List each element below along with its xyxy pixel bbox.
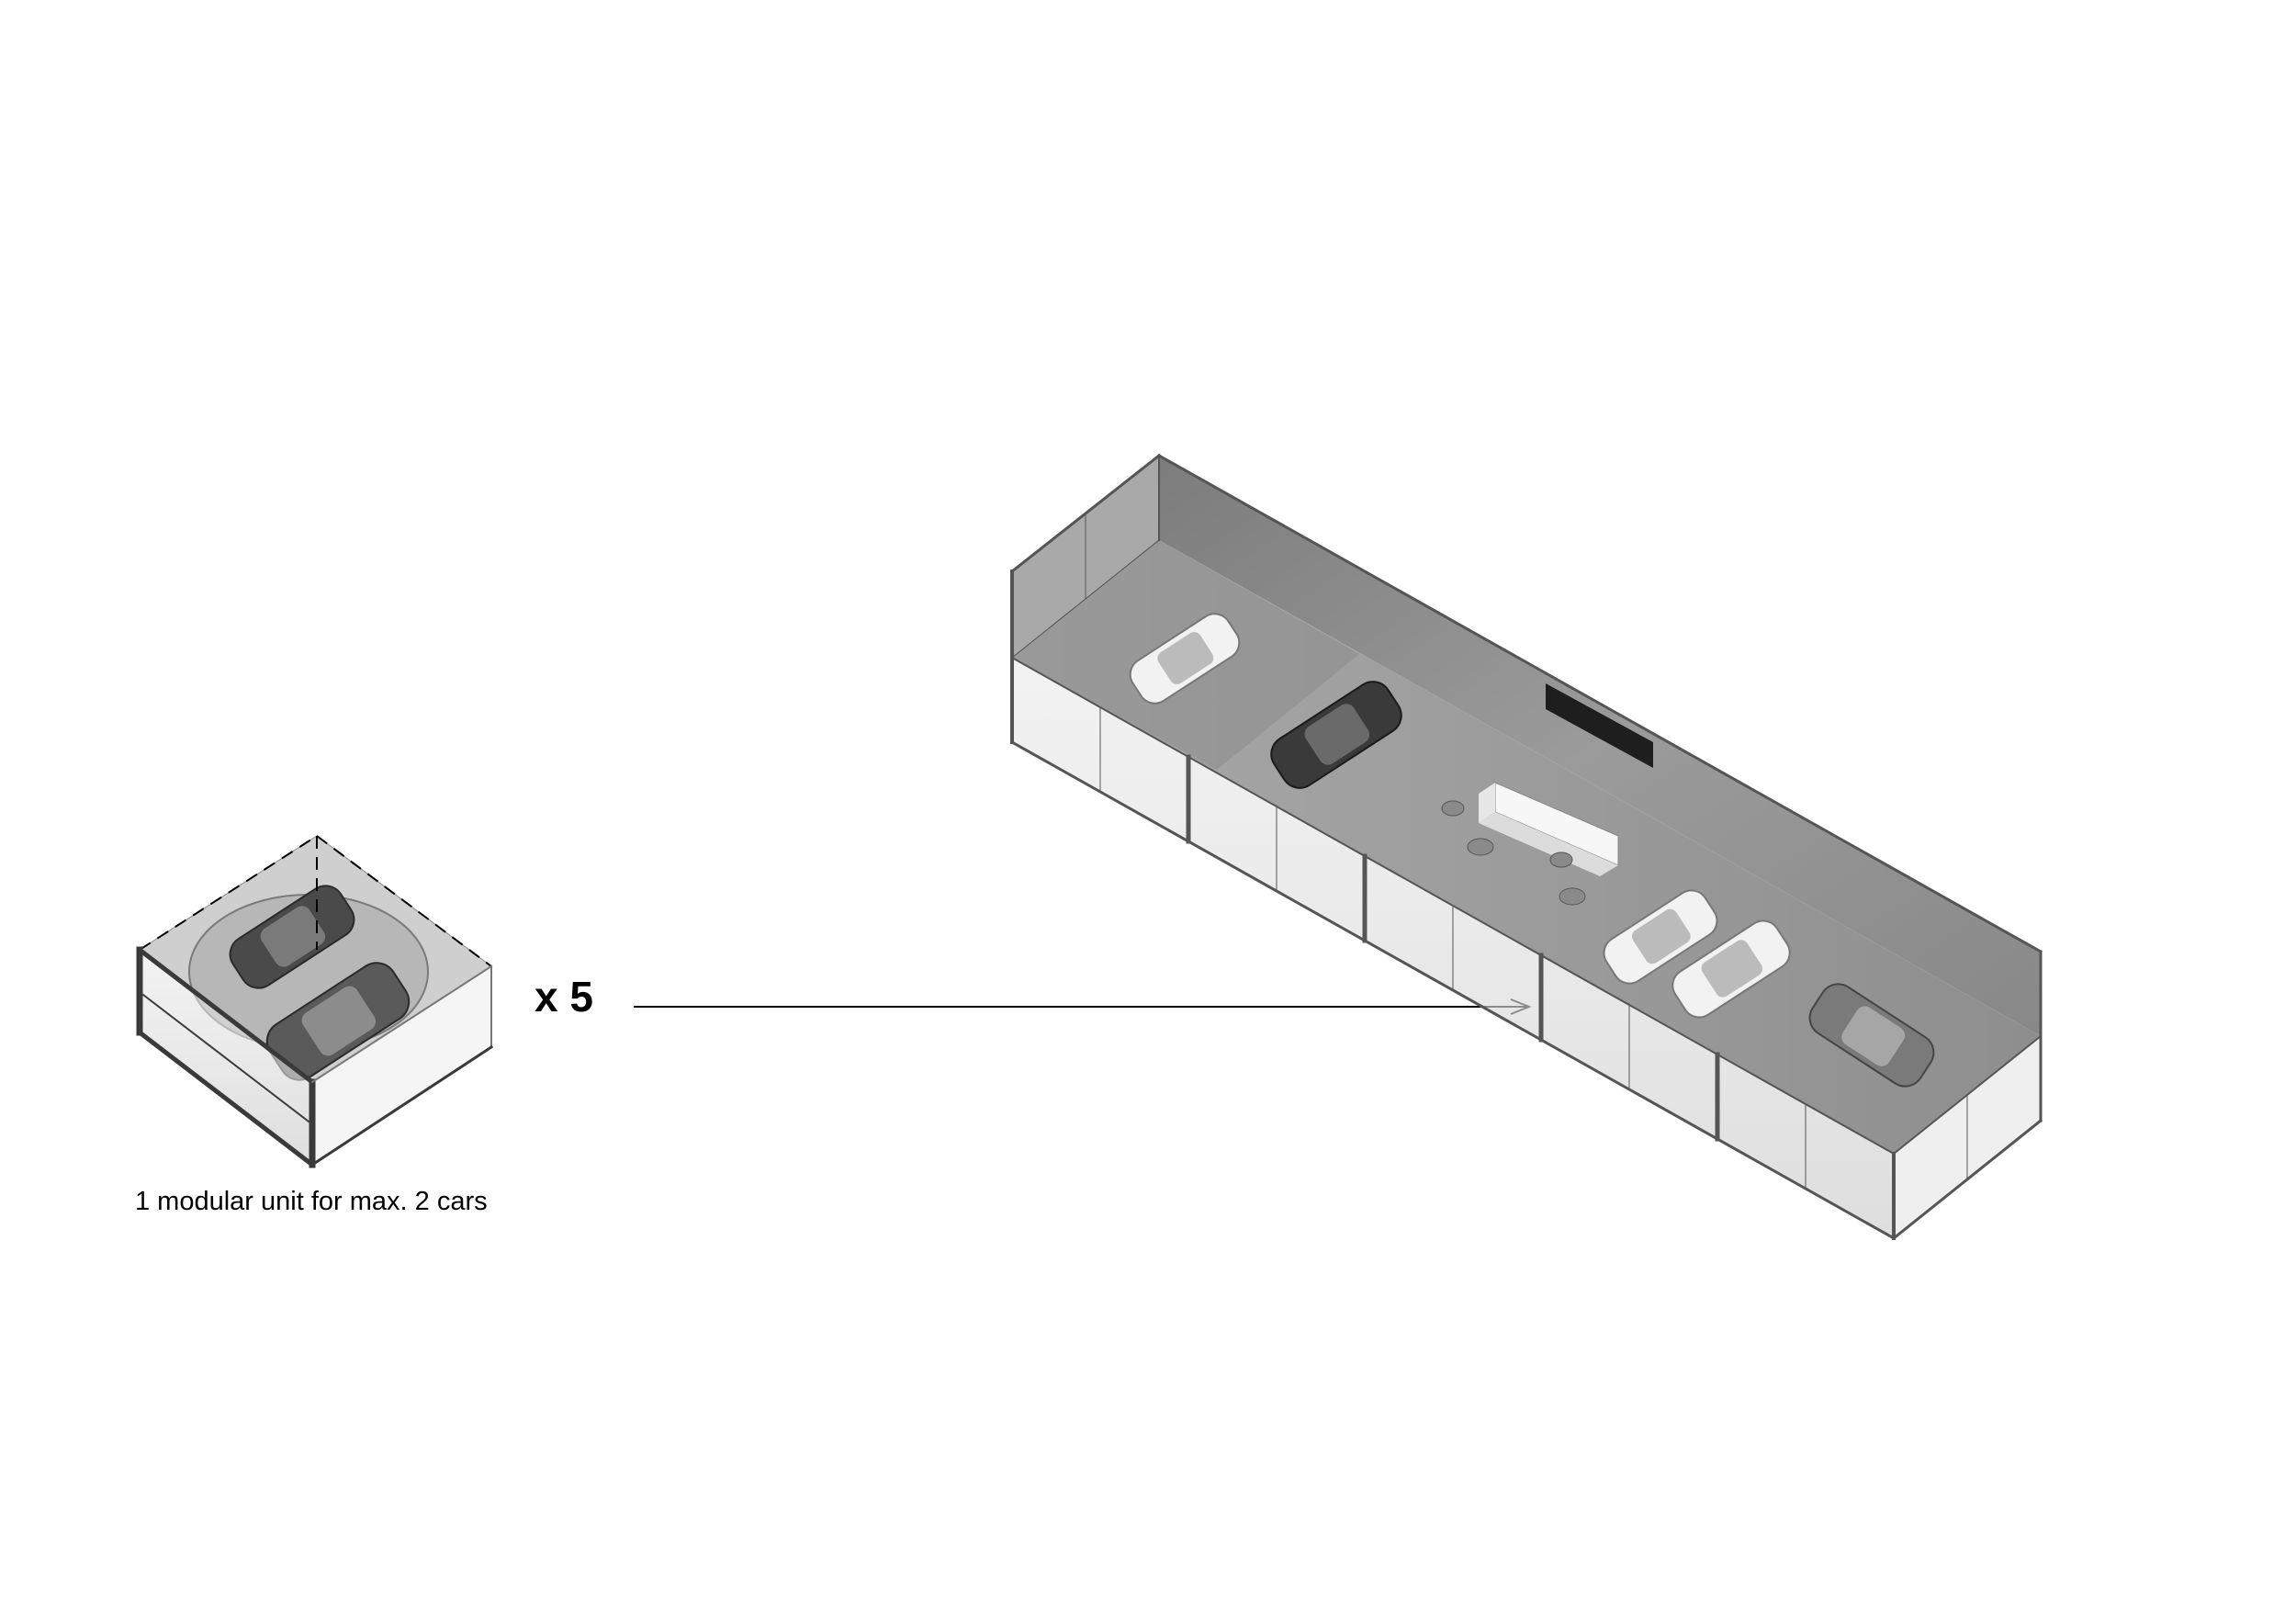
unit-car-back xyxy=(229,885,355,989)
unit-caption: 1 modular unit for max. 2 cars xyxy=(135,1187,488,1216)
showroom-car-3 xyxy=(1603,889,1718,985)
single-unit-box xyxy=(136,835,494,1168)
showroom-car-5 xyxy=(1808,983,1935,1088)
showroom-frame xyxy=(1009,453,2043,1241)
showroom-car-4 xyxy=(1671,919,1791,1019)
unit-frame xyxy=(136,946,494,1168)
multiplier-label: x 5 xyxy=(535,973,593,1021)
reception-counter xyxy=(1479,782,1619,876)
showroom-building xyxy=(1009,453,2043,1241)
showroom-car-2 xyxy=(1270,681,1402,789)
showroom-back-wall xyxy=(1159,456,2041,1036)
unit-top-dashed xyxy=(139,835,492,967)
lounge-chairs xyxy=(1441,800,1586,906)
showroom-car-1 xyxy=(1129,613,1241,705)
wall-screen xyxy=(1546,683,1653,768)
